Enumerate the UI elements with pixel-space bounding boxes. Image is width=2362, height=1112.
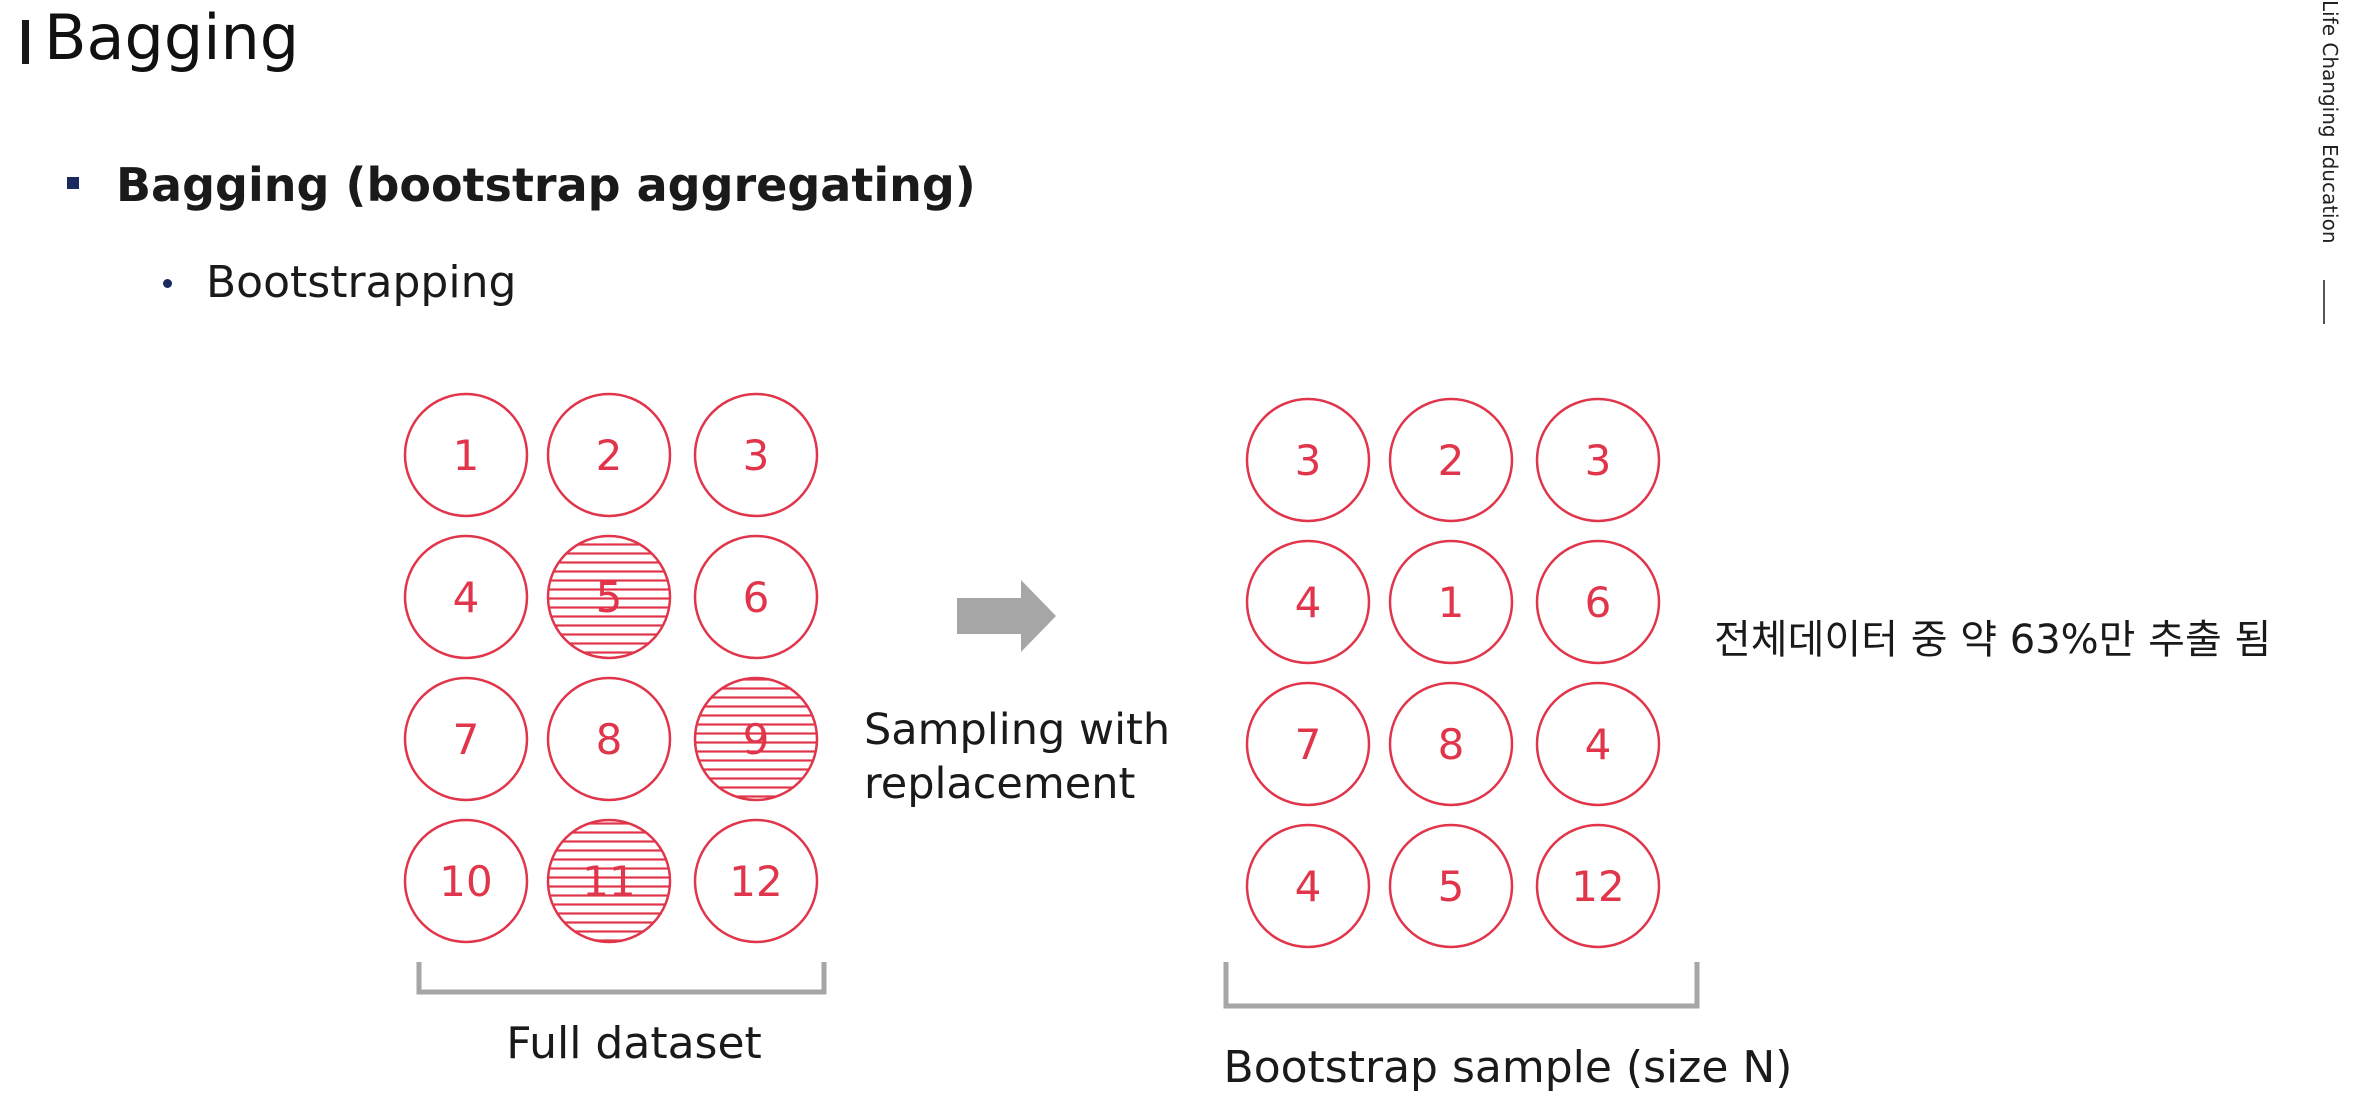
side-brand-text: Life Changing Education xyxy=(2318,0,2342,244)
page-title: Bagging xyxy=(44,1,300,74)
bootstrap-sample-number: 4 xyxy=(1295,578,1322,627)
full-dataset-number: 11 xyxy=(582,857,635,906)
full-dataset-number: 6 xyxy=(743,573,770,622)
side-divider xyxy=(2323,280,2325,324)
bootstrap-sample-circle xyxy=(1535,397,1661,523)
full-dataset-circle xyxy=(403,534,529,660)
bullet-dot xyxy=(163,279,172,288)
bootstrap-sample-number: 4 xyxy=(1295,862,1322,911)
full-dataset-number: 9 xyxy=(743,715,770,764)
full-dataset-circle xyxy=(546,534,672,660)
full-dataset-number: 12 xyxy=(729,857,782,906)
bootstrap-sample-circle xyxy=(1388,397,1514,523)
full-dataset-circle xyxy=(693,676,819,802)
bootstrap-sample-number: 1 xyxy=(1438,578,1465,627)
full-dataset-number: 4 xyxy=(453,573,480,622)
bootstrap-sample-circle xyxy=(1245,539,1371,665)
full-dataset-number: 8 xyxy=(596,715,623,764)
full-dataset-number: 5 xyxy=(596,573,623,622)
bootstrap-sample-label: Bootstrap sample (size N) xyxy=(1224,1042,1793,1093)
sampling-arrow-icon xyxy=(957,580,1056,652)
bootstrap-sample-number: 7 xyxy=(1295,720,1322,769)
full-dataset-number: 1 xyxy=(453,431,480,480)
bootstrap-sample-number: 4 xyxy=(1585,720,1612,769)
bullet-square xyxy=(67,177,79,189)
bootstrap-sample-grid: 3 2 3 4 1 6 7 8 4 4 5 12 xyxy=(1245,397,1661,949)
full-dataset-circle xyxy=(693,818,819,944)
full-dataset-circle xyxy=(546,392,672,518)
bootstrap-sample-number: 2 xyxy=(1438,436,1465,485)
bootstrap-sample-circle xyxy=(1388,681,1514,807)
full-dataset-circle xyxy=(403,818,529,944)
full-dataset-number: 7 xyxy=(453,715,480,764)
full-dataset-circle xyxy=(403,392,529,518)
full-dataset-circle xyxy=(693,392,819,518)
bullet-level2-text: Bootstrapping xyxy=(206,257,517,308)
sampling-label-line1: Sampling with xyxy=(864,705,1170,755)
full-dataset-bracket xyxy=(416,962,827,995)
bootstrap-sample-circle xyxy=(1245,823,1371,949)
full-dataset-number: 2 xyxy=(596,431,623,480)
bootstrap-sample-number: 8 xyxy=(1438,720,1465,769)
full-dataset-circle xyxy=(546,818,672,944)
bootstrap-sample-circle xyxy=(1535,681,1661,807)
bootstrap-sample-circle xyxy=(1245,681,1371,807)
full-dataset-circle xyxy=(693,534,819,660)
bootstrap-sample-number: 5 xyxy=(1438,862,1465,911)
sampling-label-line2: replacement xyxy=(864,759,1135,809)
bootstrap-sample-circle xyxy=(1535,539,1661,665)
bootstrap-sample-circle xyxy=(1388,539,1514,665)
full-dataset-circle xyxy=(403,676,529,802)
title-marker xyxy=(22,20,29,64)
full-dataset-number: 10 xyxy=(439,857,492,906)
annotation-text: 전체데이터 중 약 63%만 추출 됨 xyxy=(1714,617,2272,663)
bootstrap-sample-number: 12 xyxy=(1571,862,1624,911)
full-dataset-label: Full dataset xyxy=(506,1018,762,1069)
bootstrap-sample-circle xyxy=(1245,397,1371,523)
full-dataset-circle xyxy=(546,676,672,802)
full-dataset-number: 3 xyxy=(743,431,770,480)
bootstrap-sample-number: 3 xyxy=(1585,436,1612,485)
bootstrap-sample-number: 3 xyxy=(1295,436,1322,485)
bootstrap-sample-circle xyxy=(1388,823,1514,949)
bootstrap-sample-circle xyxy=(1535,823,1661,949)
bullet-level1-text: Bagging (bootstrap aggregating) xyxy=(116,158,976,212)
bootstrap-sample-number: 6 xyxy=(1585,578,1612,627)
bootstrap-sample-bracket xyxy=(1223,962,1700,1009)
